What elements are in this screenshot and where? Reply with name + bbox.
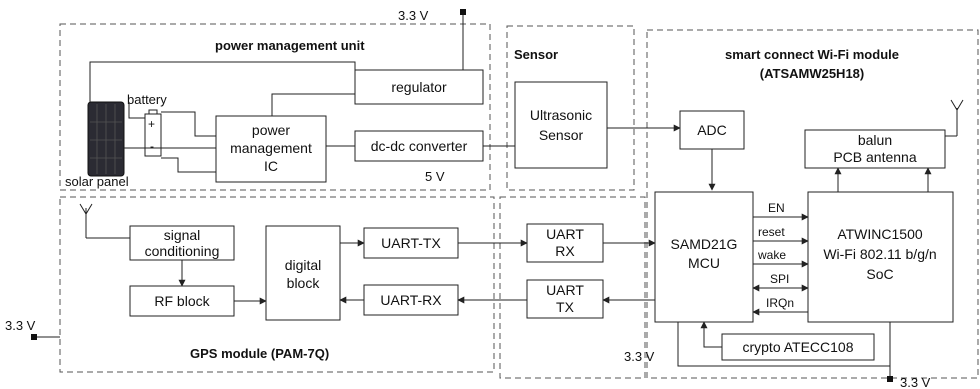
atwinc1500-soc-block: [807, 191, 954, 323]
ultrasonic-line1: Ultrasonic: [530, 107, 592, 123]
battery-label: battery: [127, 92, 167, 107]
uart-rx-gps-label: UART-RX: [380, 292, 442, 308]
rf-block-label: RF block: [154, 293, 210, 309]
atwinc-line1: ATWINC1500: [837, 226, 923, 242]
power-unit-title: power management unit: [215, 38, 365, 53]
wake-signal-label: wake: [757, 248, 786, 262]
pm-ic-line2: management: [230, 140, 312, 156]
vcc-left-terminal: [31, 334, 37, 340]
regulator-block: [354, 69, 484, 105]
crypto-label: crypto ATECC108: [742, 339, 853, 355]
dcdc-label: dc-dc converter: [371, 138, 468, 154]
crypto-to-mcu-arrow: [700, 321, 722, 348]
power-management-ic-block: [215, 115, 327, 183]
uart-rx-gps-block: [363, 284, 459, 316]
digital-block: [265, 225, 341, 321]
gps-module-group: [59, 196, 495, 373]
vcc-bottom-terminal: [887, 376, 893, 382]
uart-tx-mcu-line2: TX: [556, 299, 575, 315]
voltage-5v-label: 5 V: [425, 169, 445, 184]
wifi-power-rail: [677, 322, 891, 367]
regulator-label: regulator: [391, 79, 447, 95]
uart-rx-mcu-line1: UART: [546, 226, 584, 242]
irq-signal-label: IRQn: [766, 296, 794, 310]
voltage-bottom-label: 3.3 V: [900, 375, 931, 389]
svg-text:+: +: [148, 117, 155, 131]
uart-rx-mcu-line2: RX: [555, 243, 575, 259]
signal-conditioning-block: [129, 225, 235, 261]
solar-to-regulator-wire: [89, 61, 356, 102]
atwinc-line3: SoC: [866, 266, 893, 282]
uart-tx-mcu-block: [526, 279, 604, 319]
sensor-title: Sensor: [514, 47, 558, 62]
gps-module-title: GPS module (PAM-7Q): [190, 346, 329, 361]
wifi-module-part: (ATSAMW25H18): [760, 66, 865, 81]
balun-antenna-block: [804, 129, 946, 169]
crypto-block: [721, 333, 875, 361]
vcc-top-terminal: [460, 9, 466, 15]
adc-block: [679, 110, 745, 150]
solar-panel-label: solar panel: [65, 174, 129, 189]
pm-ic-line3: IC: [264, 158, 278, 174]
adc-label: ADC: [697, 122, 727, 138]
pm-ic-line1: power: [252, 122, 290, 138]
atwinc-line2: Wi-Fi 802.11 b/g/n: [823, 246, 936, 262]
uart-tx-gps-label: UART-TX: [381, 235, 441, 251]
uart-tx-mcu-line1: UART: [546, 282, 584, 298]
svg-text:-: -: [150, 139, 154, 153]
ultrasonic-line2: Sensor: [539, 127, 584, 143]
balun-line2: PCB antenna: [833, 149, 916, 165]
uart-tx-gps-block: [363, 227, 459, 259]
spi-signal-label: SPI: [770, 272, 789, 286]
mcu-line1: SAMD21G: [671, 236, 738, 252]
wifi-antenna-icon: [950, 99, 964, 136]
digital-block-line1: digital: [285, 257, 322, 273]
signal-cond-line1: signal: [164, 227, 201, 243]
wifi-module-group: [646, 29, 979, 379]
samd21g-mcu-block: [654, 191, 754, 323]
battery-plus-wire: [161, 111, 216, 137]
gps-antenna-icon: [79, 203, 93, 238]
mcu-area-group: [499, 196, 646, 379]
mcu-line2: MCU: [688, 255, 720, 271]
signal-cond-line2: conditioning: [145, 243, 220, 259]
sensor-group: [506, 25, 635, 191]
reset-signal-label: reset: [758, 225, 785, 239]
voltage-left-label: 3.3 V: [5, 318, 36, 333]
voltage-mcu-label: 3.3 V: [624, 349, 655, 364]
balun-line1: balun: [858, 132, 892, 148]
battery-icon: + -: [144, 109, 162, 157]
panel-battery-wire: [128, 102, 145, 119]
power-management-group: [59, 23, 491, 191]
battery-minus-wire: [161, 157, 216, 173]
dcdc-converter-block: [354, 130, 484, 162]
ic-to-regulator-wire: [271, 93, 355, 116]
en-signal-label: EN: [768, 201, 785, 215]
wifi-module-title: smart connect Wi-Fi module: [725, 47, 899, 62]
voltage-top-label: 3.3 V: [398, 8, 429, 23]
rf-block: [129, 285, 235, 317]
digital-block-line2: block: [287, 275, 321, 291]
ultrasonic-sensor-block: [514, 81, 608, 169]
solar-panel-icon: [87, 101, 125, 177]
